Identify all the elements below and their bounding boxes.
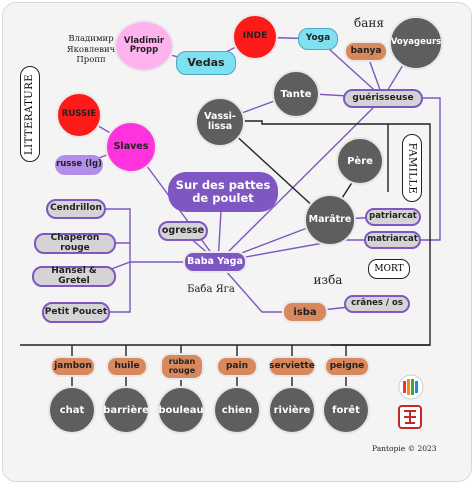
pain-node[interactable]: pain — [216, 356, 258, 377]
barriere-node[interactable]: barrière — [102, 386, 150, 434]
yoga-node[interactable]: Yoga — [298, 28, 338, 50]
edge-cendrillon — [90, 208, 218, 263]
maratre-node[interactable]: Marâtre — [304, 194, 356, 246]
chien-node[interactable]: chien — [213, 386, 261, 434]
cendrillon-node[interactable]: Cendrillon — [46, 199, 106, 219]
banya-node[interactable]: banya — [344, 41, 388, 62]
izba-russian-label: изба — [313, 273, 343, 287]
bouleau-node[interactable]: bouleau — [157, 386, 205, 434]
mort-box: MORT — [368, 259, 410, 279]
litterature-box: LITTERATURE — [20, 66, 40, 162]
huile-node[interactable]: huile — [106, 356, 148, 377]
baba-yaga-russian-label: Баба Яга — [187, 284, 235, 295]
inde-node[interactable]: INDE — [232, 14, 278, 60]
guerisseuse-node[interactable]: guérisseuse — [343, 89, 423, 108]
russe-lg-node[interactable]: russe (lg) — [55, 155, 103, 175]
pere-node[interactable]: Père — [336, 137, 384, 185]
patriarcat-node[interactable]: patriarcat — [365, 208, 421, 226]
russie-node[interactable]: RUSSIE — [56, 92, 102, 138]
edge-babayaga-guerisseuse — [217, 97, 384, 263]
vladimir-propp-node[interactable]: Vladimir Propp — [114, 20, 174, 72]
foret-node[interactable]: forêt — [322, 386, 370, 434]
tante-node[interactable]: Tante — [272, 70, 320, 118]
ogresse-node[interactable]: ogresse — [158, 221, 208, 241]
red-seal-stamp-icon — [398, 405, 422, 429]
famille-label: FAMILLE — [406, 142, 418, 194]
edge-vassilissa-pere — [220, 120, 389, 192]
jambon-node[interactable]: jambon — [50, 356, 96, 377]
serviette-node[interactable]: serviette — [268, 356, 316, 377]
hansel-gretel-node[interactable]: Hansel & Gretel — [32, 266, 116, 287]
baba-yaga-node[interactable]: Baba Yaga — [183, 251, 247, 273]
peigne-node[interactable]: peigne — [324, 356, 370, 377]
chaperon-rouge-node[interactable]: Chaperon rouge — [34, 233, 116, 254]
famille-box: FAMILLE — [402, 134, 422, 202]
chat-node[interactable]: chat — [48, 386, 96, 434]
vassilissa-node[interactable]: Vassi- lissa — [195, 97, 245, 147]
litterature-label: LITTERATURE — [24, 73, 36, 155]
ruban-rouge-node[interactable]: ruban rouge — [160, 353, 204, 380]
propp-russian-label: Владимир Яковлевич Пропп — [66, 34, 116, 66]
cranes-os-node[interactable]: crânes / os — [344, 295, 410, 313]
voyageurs-node[interactable]: Voyageurs — [389, 16, 443, 70]
banya-russian-label: баня — [354, 16, 384, 30]
credit-label: Pantopie © 2023 — [372, 444, 437, 453]
mort-label: MORT — [374, 264, 404, 274]
matriarcat-node[interactable]: matriarcat — [364, 231, 421, 249]
riviere-node[interactable]: rivière — [268, 386, 316, 434]
vedas-node[interactable]: Vedas — [176, 51, 236, 75]
slaves-node[interactable]: Slaves — [105, 121, 157, 173]
pantopie-color-logo-icon — [398, 374, 424, 400]
sur-des-pattes-node[interactable]: Sur des pattes de poulet — [168, 172, 278, 212]
petit-poucet-node[interactable]: Petit Poucet — [42, 302, 110, 323]
isba-node[interactable]: isba — [282, 301, 328, 323]
